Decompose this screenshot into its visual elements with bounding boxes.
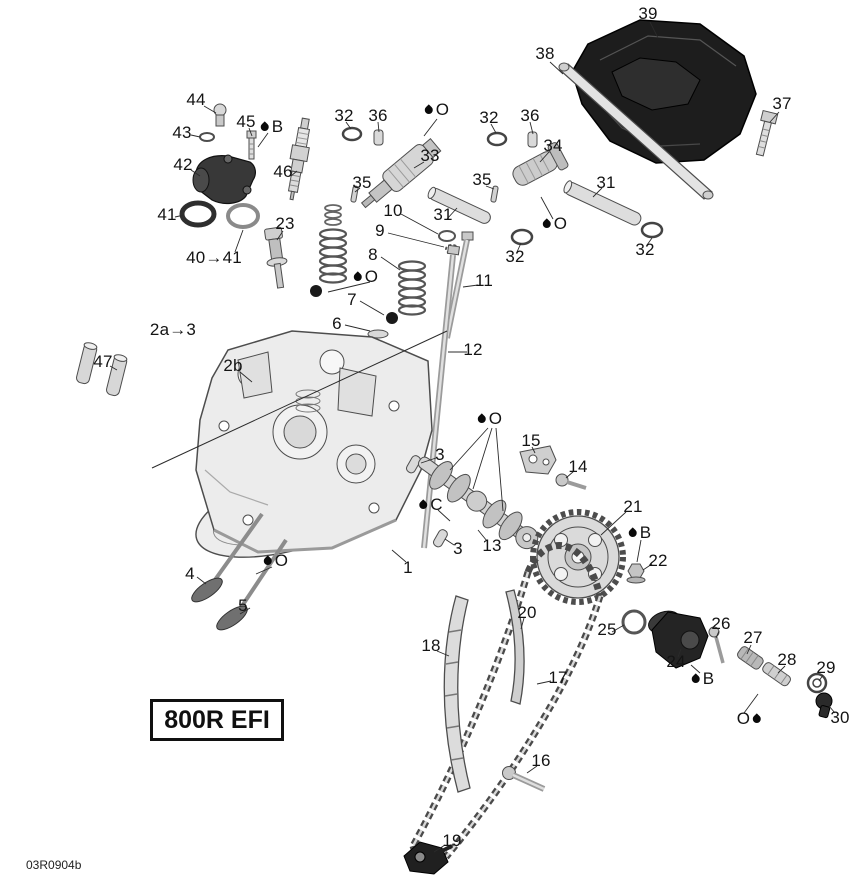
dowel-tubes-31-part [427, 180, 642, 226]
valve-stem-seals-part [310, 285, 398, 339]
tensioner-blade-part [505, 589, 525, 705]
cam-dowels-3-part [406, 455, 448, 548]
intake-valve-part [191, 512, 264, 603]
injector-holder-part [512, 142, 569, 186]
coolant-outlet-part [648, 610, 709, 669]
plug-30-part [815, 692, 833, 719]
vent-rod-part [558, 62, 714, 200]
leader-lines [109, 21, 836, 853]
valve-springs-part [318, 228, 427, 316]
thermostat-housing-part [192, 154, 256, 205]
reference-line [151, 330, 448, 469]
valve-cover-part [571, 19, 757, 164]
o-ring-25-part [621, 609, 647, 635]
cam-bracket-part [519, 445, 557, 475]
fuel-injector-part [360, 138, 442, 209]
chain-guide-part [443, 595, 471, 793]
o-rings-32-part [341, 126, 664, 246]
o-ring-41-part [179, 200, 260, 229]
cover-bolt-part [755, 109, 779, 157]
temp-sensor-part [199, 103, 227, 142]
cylinder-head-part [195, 330, 433, 558]
spark-plug-part [287, 117, 311, 201]
sprocket-nut-part [626, 563, 646, 584]
fitting-27-part [737, 646, 764, 670]
valve-lifter-part [264, 226, 288, 289]
dowel-pins-47-part [76, 342, 128, 397]
cam-sprocket-part [530, 509, 626, 605]
spacers-36-part [373, 129, 538, 148]
bracket-bolt-part [555, 473, 587, 490]
pins-35-part [350, 185, 499, 203]
drawing-code: 03R0904b [26, 858, 82, 872]
nipple-28-part [762, 662, 791, 687]
head-studs-part [421, 231, 474, 549]
model-label: 800R EFI [164, 705, 270, 734]
camshaft-part [417, 456, 539, 550]
washer-29-part [806, 672, 828, 694]
outlet-bolt-part [708, 626, 725, 664]
timing-chain-part [409, 542, 604, 864]
model-label-box: 800R EFI [150, 699, 284, 741]
exhaust-valve-part [216, 538, 288, 631]
pivot-bolt-part [502, 766, 546, 792]
